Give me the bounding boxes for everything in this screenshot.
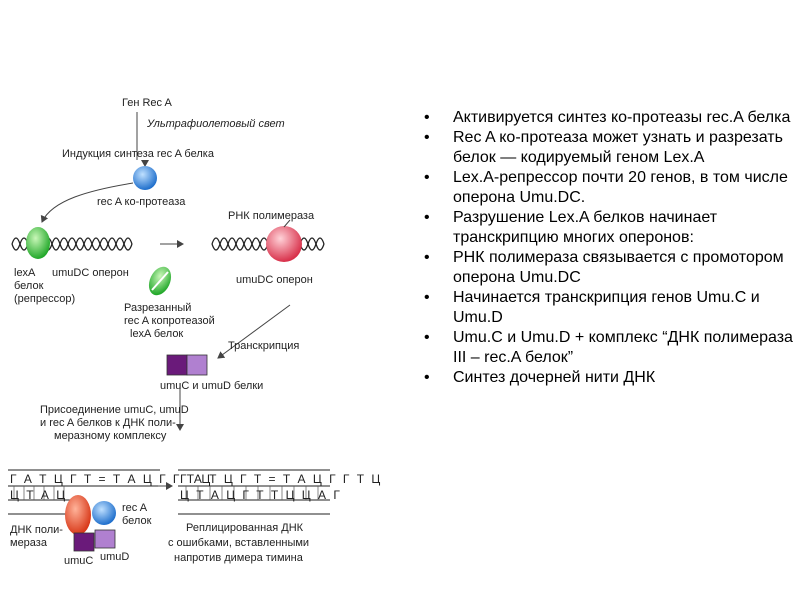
protease-sphere [133, 166, 157, 190]
bullet-item: • Разрушение Lex.A белков начинает транс… [424, 208, 794, 248]
umud-square [187, 355, 207, 375]
replicated-label: Реплицированная ДНК [186, 522, 303, 534]
cut-protein-label: Разрезанный [124, 302, 191, 314]
attachment-label: Присоединение umuC, umuD [40, 404, 189, 416]
bullet-item: •Начинается транскрипция генов Umu.C и U… [424, 288, 794, 328]
umuc-label: umuC [64, 555, 93, 567]
bullet-item: •РНК полимераза связывается с промотором… [424, 248, 794, 288]
seq-bottom-left: Ц Т А Ц [10, 489, 67, 501]
umud-label: umuD [100, 551, 129, 563]
rna-polymerase [266, 226, 302, 262]
dna-pol-label: ДНК поли- [10, 524, 63, 536]
umud-square-complex [95, 530, 115, 548]
operon-right-label: umuDC оперон [236, 274, 313, 286]
reca-label-2: белок [122, 515, 151, 527]
lexa-repressor [26, 227, 50, 259]
protease-label: rec A ко-протеаза [97, 196, 185, 208]
bullet-dot: • [424, 108, 430, 128]
bullet-dot: • [424, 168, 430, 188]
uv-label: Ультрафиолетовый свет [147, 118, 285, 130]
reca-sphere [92, 501, 116, 525]
cut-protein-label-3: lexA белок [130, 328, 183, 340]
cut-protein-label-2: rec A копротеазой [124, 315, 215, 327]
lexa-label-2: белок [14, 280, 43, 292]
bullet-dot: • [424, 328, 430, 348]
rna-pol-label: РНК полимераза [228, 210, 314, 222]
seq-top-right: Г А Т Ц Г Т = Т А Ц Г Г Т Ц [180, 473, 382, 485]
umuc-square [167, 355, 187, 375]
bullet-item: •Активируется синтез ко-протеазы rec.A б… [424, 108, 794, 128]
reca-label: rec A [122, 502, 147, 514]
transcription-label: Транскрипция [228, 340, 299, 352]
bullet-item: •Umu.C и Umu.D + комплекс “ДНК полимераз… [424, 328, 794, 368]
operon-left-label: umuDC оперон [52, 267, 129, 279]
lexa-label: lexA [14, 267, 35, 279]
dna-pol-label-2: мераза [10, 537, 47, 549]
bullet-dot: • [424, 128, 430, 148]
bullet-dot: • [424, 368, 430, 388]
bullet-item: •Rec A ко-протеаза может узнать и разрез… [424, 128, 794, 168]
umu-proteins-label: umuC и umuD белки [160, 380, 263, 392]
induction-label: Индукция синтеза rec A белка [62, 148, 214, 160]
bullet-item: •Синтез дочерней нити ДНК [424, 368, 794, 388]
bullet-dot: • [424, 208, 430, 228]
gene-label: Ген Rec A [122, 97, 172, 109]
bullet-dot: • [424, 288, 430, 308]
seq-bottom-right: Ц Т А Ц Г Т Т Ц Ц А Г [180, 489, 342, 501]
attachment-label-3: меразному комплексу [54, 430, 166, 442]
attachment-label-2: и rec A белков к ДНК поли- [40, 417, 176, 429]
dna-polymerase [65, 495, 91, 535]
bullet-list: •Активируется синтез ко-протеазы rec.A б… [424, 108, 794, 388]
replicated-label-3: напротив димера тимина [174, 552, 303, 564]
umuc-square-complex [74, 533, 94, 551]
bullet-item: •Lex.A-репрессор почти 20 генов, в том ч… [424, 168, 794, 208]
replicated-label-2: с ошибками, вставленными [168, 537, 309, 549]
bullet-dot: • [424, 248, 430, 268]
lexa-label-3: (репрессор) [14, 293, 75, 305]
